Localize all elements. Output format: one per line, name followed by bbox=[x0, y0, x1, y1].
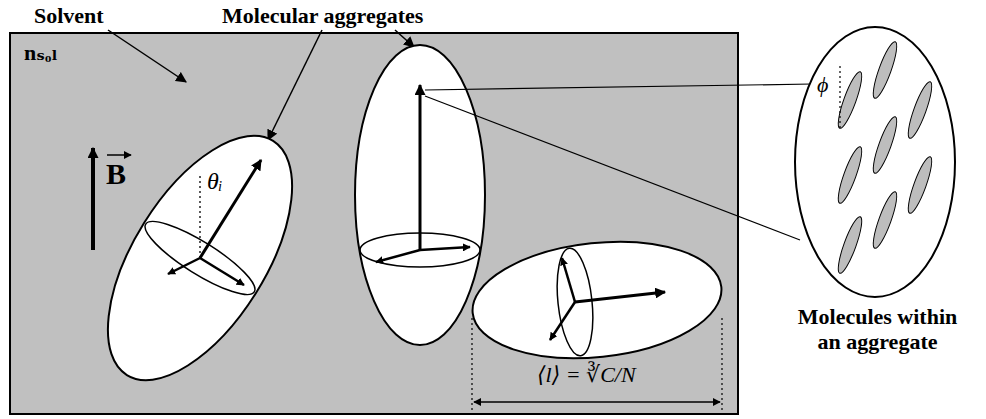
molecule bbox=[869, 40, 901, 100]
molecule bbox=[904, 80, 936, 140]
molecule bbox=[834, 145, 866, 205]
aggregate-ellipse bbox=[467, 230, 728, 370]
solvent-region: θᵢ nₛₒₗB ⟨l⟩ = ∛C/N bbox=[10, 33, 738, 414]
inset-caption: Molecules within an aggregate bbox=[785, 304, 970, 355]
leader-arrow bbox=[395, 30, 414, 47]
distance-label: ⟨l⟩ = ∛C/N bbox=[537, 362, 636, 387]
molecule bbox=[834, 215, 866, 275]
molecule bbox=[834, 70, 866, 130]
field-arrow bbox=[91, 148, 95, 250]
solvent-label: Solvent bbox=[34, 3, 104, 28]
inset-aggregate: ϕMolecules within an aggregate bbox=[785, 22, 970, 382]
zoom-line bbox=[425, 84, 812, 90]
zoom-line bbox=[425, 96, 800, 240]
aggregate-ellipse bbox=[100, 128, 300, 388]
aggregates-label: Molecular aggregates bbox=[222, 3, 423, 28]
distance-dimension bbox=[472, 318, 722, 412]
molecule bbox=[904, 155, 936, 215]
molecule-angle-label: ϕ bbox=[817, 72, 828, 97]
leader-arrow bbox=[108, 30, 186, 82]
molecule bbox=[869, 190, 901, 250]
vector-accent bbox=[107, 154, 131, 156]
molecule bbox=[869, 115, 901, 175]
field-label: B bbox=[106, 157, 126, 192]
leader-arrow bbox=[268, 30, 322, 140]
aggregate-ellipse: θᵢ bbox=[100, 128, 300, 388]
refractive-index-label: nₛₒₗ bbox=[24, 40, 58, 65]
aggregate-ellipse bbox=[355, 45, 485, 345]
tilt-angle-label: θᵢ bbox=[207, 168, 223, 196]
solvent-region bbox=[10, 33, 738, 414]
